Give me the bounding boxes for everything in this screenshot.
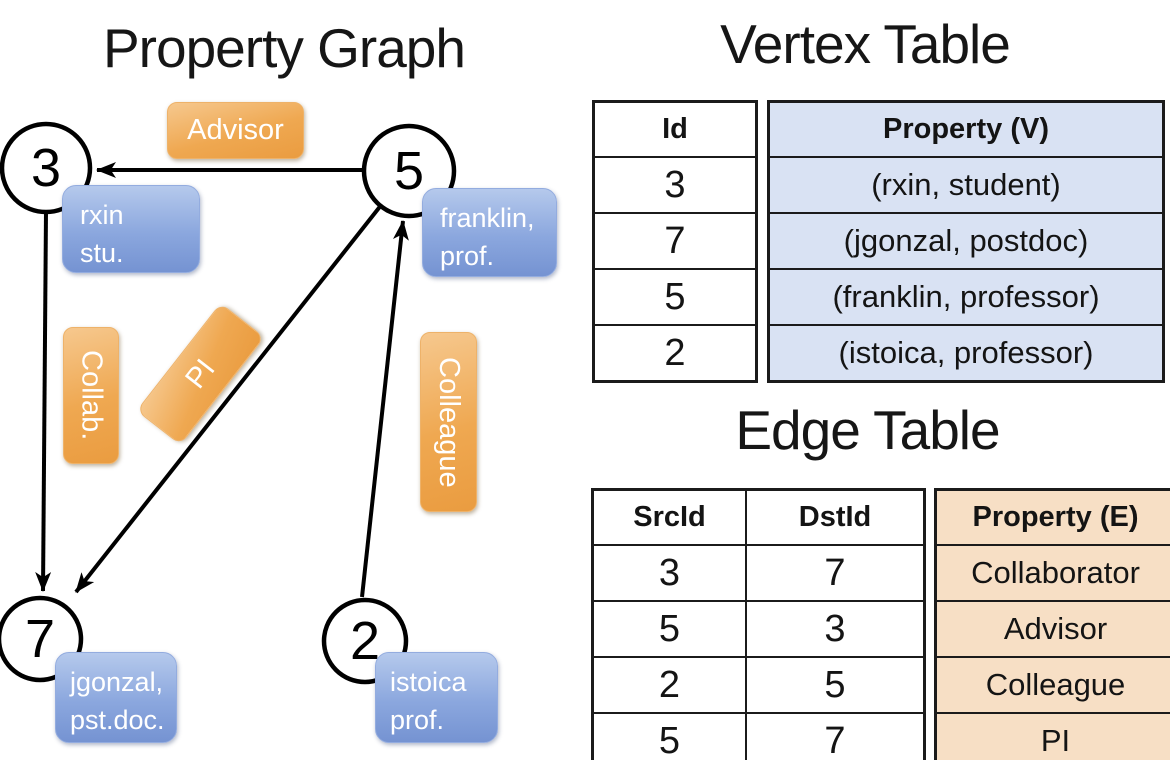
edge-property-cell: PI xyxy=(934,712,1170,760)
property-graph-title: Property Graph xyxy=(102,17,466,79)
edge-dstid-cell: 5 xyxy=(745,656,926,714)
column-header-dstid: DstId xyxy=(745,488,926,546)
edge-dstid-cell: 7 xyxy=(745,712,926,760)
table-row: (istoica, professor) xyxy=(767,324,1165,383)
edge-arrow-5-to-7 xyxy=(74,202,384,594)
edge-table-property-column: Property (E) Collaborator Advisor Collea… xyxy=(934,488,1170,760)
column-header-property-v: Property (V) xyxy=(767,100,1165,158)
vertex-id-cell: 3 xyxy=(592,156,758,214)
column-header-property-e: Property (E) xyxy=(934,488,1170,546)
vertex-table-id-column: Id 3 7 5 2 xyxy=(592,100,758,383)
edge-dstid-cell: 7 xyxy=(745,544,926,602)
table-row: 5 7 xyxy=(591,712,926,760)
column-header-srcid: SrcId xyxy=(591,488,747,546)
property-graph-diagram: 3 5 7 2 Advisor Collab. PI Colleague rxi… xyxy=(0,102,557,743)
vertex-property-cell: (franklin, professor) xyxy=(767,268,1165,326)
table-row: 3 xyxy=(592,156,758,214)
table-row: 2 5 xyxy=(591,656,926,714)
column-header-id: Id xyxy=(592,100,758,158)
edge-arrow-2-to-5 xyxy=(360,220,409,598)
edge-property-cell: Collaborator xyxy=(934,544,1170,602)
vertex-id-cell: 2 xyxy=(592,324,758,383)
edge-table-title: Edge Table xyxy=(735,399,1000,461)
table-row: PI xyxy=(934,712,1170,760)
edge-srcid-cell: 5 xyxy=(591,712,747,760)
vertex-property-line: prof. xyxy=(440,241,495,272)
edge-table-id-columns: SrcId DstId 3 7 5 3 2 5 5 7 xyxy=(591,488,926,760)
vertex-property-box-2: istoica prof. xyxy=(375,652,498,743)
table-row: 5 xyxy=(592,268,758,326)
vertex-property-cell: (rxin, student) xyxy=(767,156,1165,214)
vertex-id-3: 3 xyxy=(30,138,62,198)
vertex-property-line: jgonzal, xyxy=(70,667,164,697)
edge-srcid-cell: 5 xyxy=(591,600,747,658)
table-row: Advisor xyxy=(934,600,1170,658)
vertex-property-box-5: franklin, prof. xyxy=(422,188,557,277)
vertex-property-cell: (jgonzal, postdoc) xyxy=(767,212,1165,270)
vertex-table: Id 3 7 5 2 Property (V) (rxin, student) … xyxy=(592,100,1165,383)
vertex-id-7: 7 xyxy=(24,609,56,669)
vertex-table-property-column: Property (V) (rxin, student) (jgonzal, p… xyxy=(767,100,1165,383)
edge-label-advisor: Advisor xyxy=(167,102,304,159)
vertex-table-title: Vertex Table xyxy=(720,13,1011,75)
vertex-property-line: stu. xyxy=(80,238,124,269)
table-row: 2 xyxy=(592,324,758,383)
vertex-property-line: prof. xyxy=(390,705,445,736)
table-row: (franklin, professor) xyxy=(767,268,1165,326)
vertex-id-5: 5 xyxy=(393,141,425,201)
edge-label-collab: Collab. xyxy=(63,327,119,464)
edge-property-cell: Colleague xyxy=(934,656,1170,714)
edge-srcid-cell: 3 xyxy=(591,544,747,602)
table-row: (rxin, student) xyxy=(767,156,1165,214)
edge-property-cell: Advisor xyxy=(934,600,1170,658)
vertex-property-line: istoica xyxy=(390,667,467,697)
table-row: 7 xyxy=(592,212,758,270)
vertex-property-box-3: rxin stu. xyxy=(62,185,200,273)
vertex-property-line: franklin, xyxy=(440,203,535,233)
table-row: 3 7 xyxy=(591,544,926,602)
table-row: Colleague xyxy=(934,656,1170,714)
vertex-property-cell: (istoica, professor) xyxy=(767,324,1165,383)
table-row: 5 3 xyxy=(591,600,926,658)
edge-table: SrcId DstId 3 7 5 3 2 5 5 7 Property (E)… xyxy=(591,488,1170,760)
edge-srcid-cell: 2 xyxy=(591,656,747,714)
edge-dstid-cell: 3 xyxy=(745,600,926,658)
vertex-property-line: pst.doc. xyxy=(70,705,165,736)
edge-arrow-3-to-7 xyxy=(35,210,52,592)
table-row: Collaborator xyxy=(934,544,1170,602)
vertex-id-cell: 7 xyxy=(592,212,758,270)
vertex-property-line: rxin xyxy=(80,200,124,230)
vertex-id-cell: 5 xyxy=(592,268,758,326)
table-row: (jgonzal, postdoc) xyxy=(767,212,1165,270)
vertex-property-box-7: jgonzal, pst.doc. xyxy=(55,652,177,743)
edge-label-colleague: Colleague xyxy=(420,332,477,512)
